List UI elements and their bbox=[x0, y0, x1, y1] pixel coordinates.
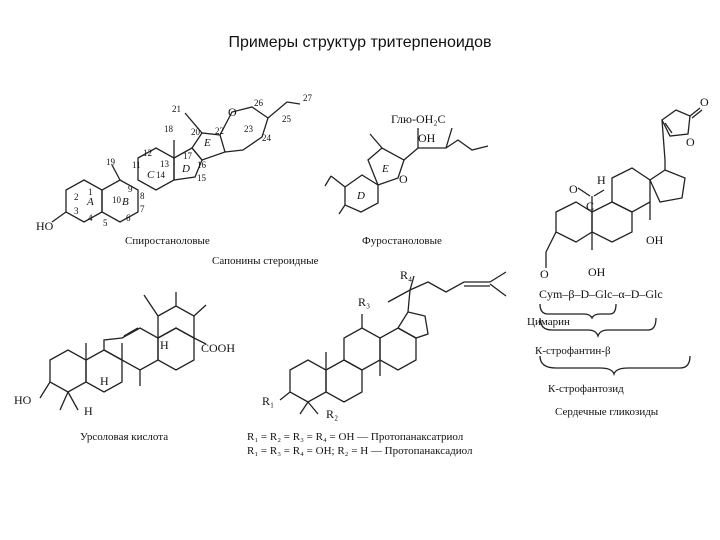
cardiac-lactone-ring-oxygen: O bbox=[686, 135, 695, 149]
bracket-label-cymarin: Цимарин bbox=[527, 316, 570, 328]
slide-title: Примеры структур тритерпеноидов bbox=[228, 34, 492, 51]
cardiac-oh-bottom: OH bbox=[588, 265, 606, 279]
atom-number: 26 bbox=[254, 98, 264, 108]
atom-number: 1 bbox=[88, 187, 93, 197]
cardiac-oh-right: OH bbox=[646, 233, 664, 247]
ring-label-a: A bbox=[86, 196, 94, 208]
spirostanol-caption: Спиростаноловые bbox=[125, 235, 210, 247]
atom-number: 22 bbox=[215, 126, 224, 136]
cardiac-glycoside-structure bbox=[545, 107, 703, 268]
panax-r3: R₃ bbox=[358, 295, 370, 309]
cardiac-sugar-chain: Cym–β–D–Glc–α–D–Glc bbox=[539, 287, 663, 301]
cardiac-caption: Сердечные гликозиды bbox=[555, 406, 659, 418]
atom-number: 17 bbox=[183, 151, 193, 161]
ursolic-ho: HO bbox=[14, 393, 32, 407]
atom-number: 2 bbox=[74, 192, 79, 202]
ring-label-c: C bbox=[147, 169, 155, 181]
protopanaxatriol-structure bbox=[279, 271, 507, 415]
atom-number: 12 bbox=[143, 148, 152, 158]
atom-number: 6 bbox=[126, 213, 131, 223]
atom-number: 13 bbox=[160, 159, 170, 169]
atom-number: 3 bbox=[74, 206, 79, 216]
atom-number: 27 bbox=[303, 93, 313, 103]
spirostanol-structure bbox=[51, 101, 301, 223]
atom-number: 4 bbox=[88, 213, 93, 223]
atom-number: 24 bbox=[262, 133, 272, 143]
atom-number: 25 bbox=[282, 114, 292, 124]
ursolic-h: H bbox=[160, 338, 169, 352]
cardiac-ring-oxygen: O bbox=[540, 267, 549, 281]
furostanol-oh: OH bbox=[418, 131, 436, 145]
cardiac-h: H bbox=[597, 173, 606, 187]
panax-r4: R₄ bbox=[400, 268, 412, 282]
ring-label-b: B bbox=[122, 196, 129, 208]
panax-legend-line-1: R₁ = R₂ = R₃ = R₄ = OH — Протопанаксатри… bbox=[247, 431, 464, 443]
atom-number: 18 bbox=[164, 124, 174, 134]
atom-number: 10 bbox=[112, 195, 122, 205]
cardiac-aldehyde-oxygen: O bbox=[569, 182, 578, 196]
atom-number: 14 bbox=[156, 170, 166, 180]
atom-number: 23 bbox=[244, 124, 254, 134]
panax-legend-line-2: R₁ = R₃ = R₄ = OH; R₂ = H — Протопанакса… bbox=[247, 445, 473, 457]
atom-number: 11 bbox=[132, 160, 141, 170]
ursolic-acid-structure bbox=[39, 292, 207, 411]
steroid-saponins-caption: Сапонины стероидные bbox=[212, 255, 319, 267]
cardiac-lactone-oxygen: O bbox=[700, 95, 709, 109]
atom-number: 8 bbox=[140, 191, 145, 201]
ursolic-cooh: COOH bbox=[201, 341, 235, 355]
furostanol-caption: Фуростаноловые bbox=[362, 235, 442, 247]
atom-number: 15 bbox=[197, 173, 207, 183]
bracket-label-strophanthin: К-строфантин-β bbox=[535, 345, 611, 357]
bracket-label-strophanthoside: К-строфантозид bbox=[548, 383, 624, 395]
furostanol-ring-e: E bbox=[381, 163, 389, 175]
spirostanol-oxygen: O bbox=[228, 105, 237, 119]
ursolic-h: H bbox=[100, 374, 109, 388]
ring-label-d: D bbox=[181, 163, 190, 175]
sugar-brackets bbox=[539, 303, 691, 377]
atom-number: 19 bbox=[106, 157, 116, 167]
furostanol-oxygen: O bbox=[399, 172, 408, 186]
panax-r1: R₁ bbox=[262, 394, 274, 408]
atom-number: 5 bbox=[103, 218, 108, 228]
atom-number: 7 bbox=[140, 204, 145, 214]
spirostanol-ho: HO bbox=[36, 219, 54, 233]
atom-number: 21 bbox=[172, 104, 181, 114]
furostanol-ring-d: D bbox=[356, 190, 365, 202]
furostanol-sugar: Глю-OH₂C bbox=[391, 112, 446, 126]
ursolic-h: H bbox=[84, 404, 93, 418]
atom-number: 16 bbox=[197, 160, 207, 170]
panax-r2: R₂ bbox=[326, 407, 338, 421]
ursolic-caption: Урсоловая кислота bbox=[80, 431, 168, 443]
furostanol-structure bbox=[324, 127, 489, 215]
atom-number: 20 bbox=[191, 127, 201, 137]
ring-label-e: E bbox=[203, 137, 211, 149]
atom-number: 9 bbox=[128, 184, 133, 194]
cardiac-c: C bbox=[586, 199, 594, 213]
